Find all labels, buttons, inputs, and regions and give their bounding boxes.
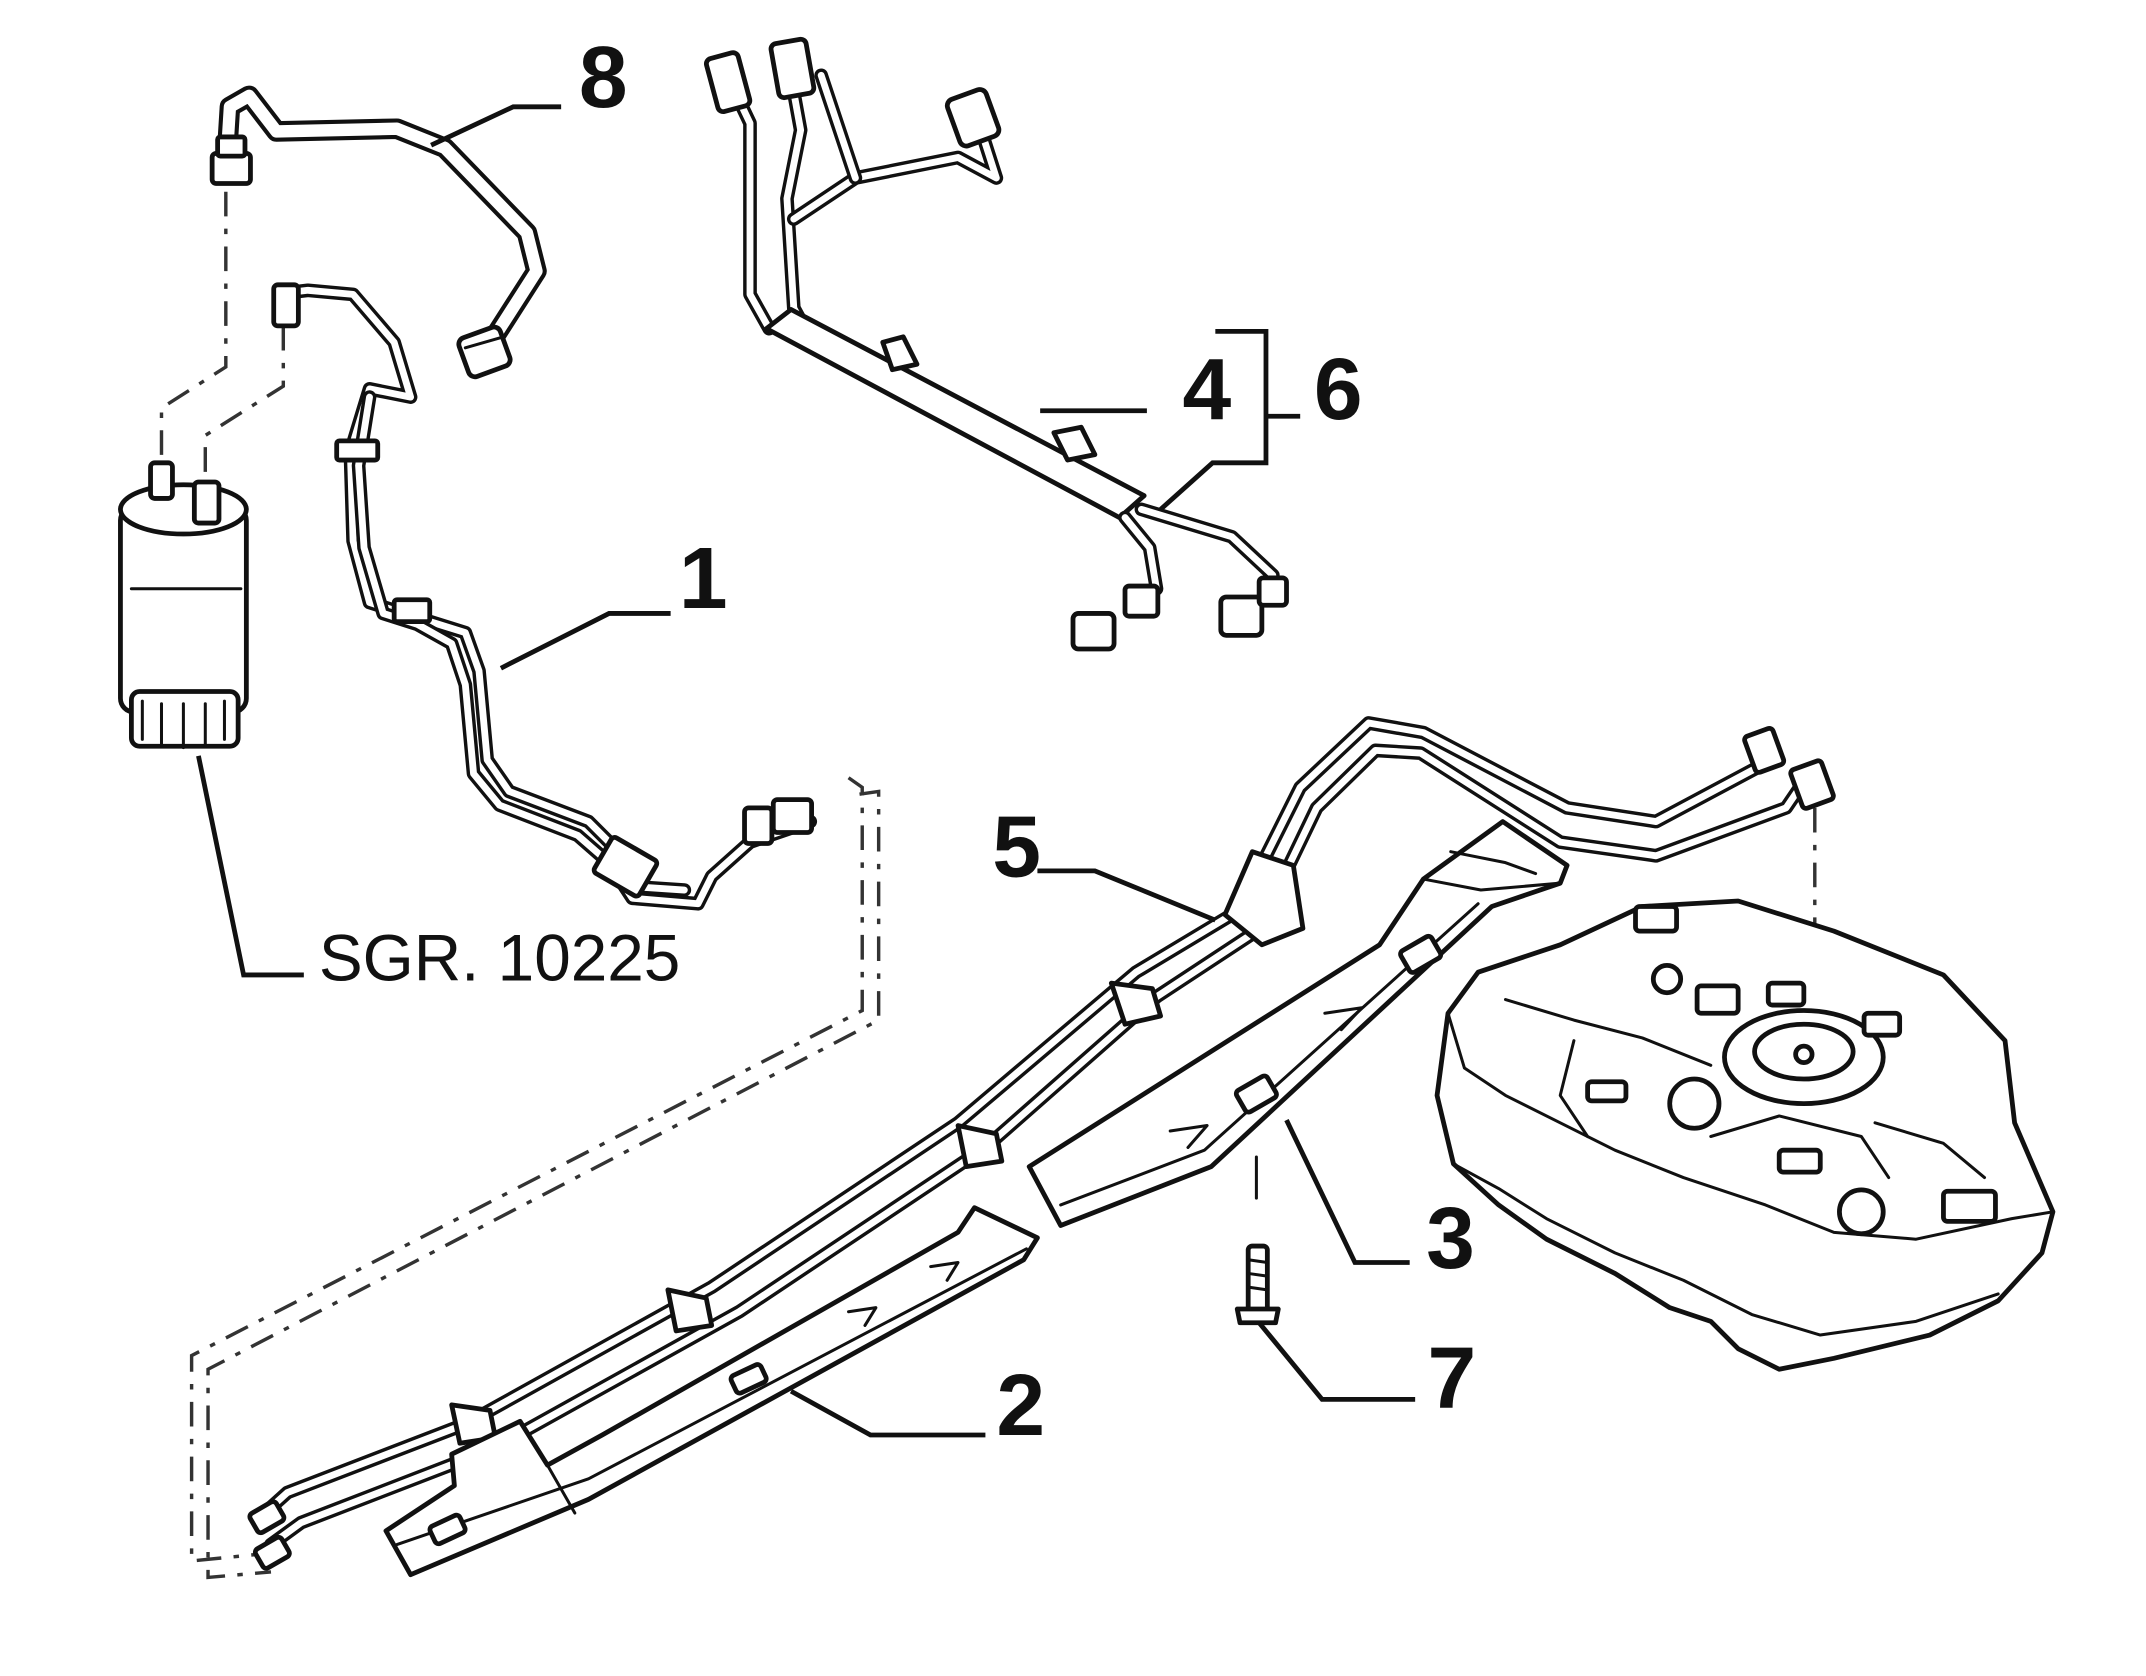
callout-2: 2 — [996, 1356, 1045, 1454]
fuel-tank — [1434, 898, 2056, 1372]
leader-lines — [196, 104, 1416, 1438]
part-3-rear-shield — [1026, 819, 1570, 1228]
callout-8: 8 — [579, 28, 628, 126]
callout-labels: 8 1 4 6 5 3 2 7 SGR. 10225 — [319, 28, 1476, 1454]
part-7-screw — [1234, 1155, 1281, 1326]
callout-7: 7 — [1427, 1329, 1476, 1427]
callout-3: 3 — [1426, 1189, 1475, 1287]
callout-6: 6 — [1314, 340, 1363, 438]
callout-4: 4 — [1182, 340, 1231, 438]
part-5-underbody-pipes — [247, 716, 1836, 1571]
callout-1: 1 — [679, 529, 728, 627]
part-4-6-injection-rail — [703, 36, 1289, 652]
filter-group-reference: SGR. 10225 — [319, 921, 680, 994]
callout-5: 5 — [992, 797, 1041, 895]
part-8-return-pipe — [209, 85, 547, 380]
part-2-front-shield — [383, 1205, 1040, 1578]
fuel-filter — [118, 460, 249, 750]
part-1-feed-pipe — [271, 282, 818, 911]
